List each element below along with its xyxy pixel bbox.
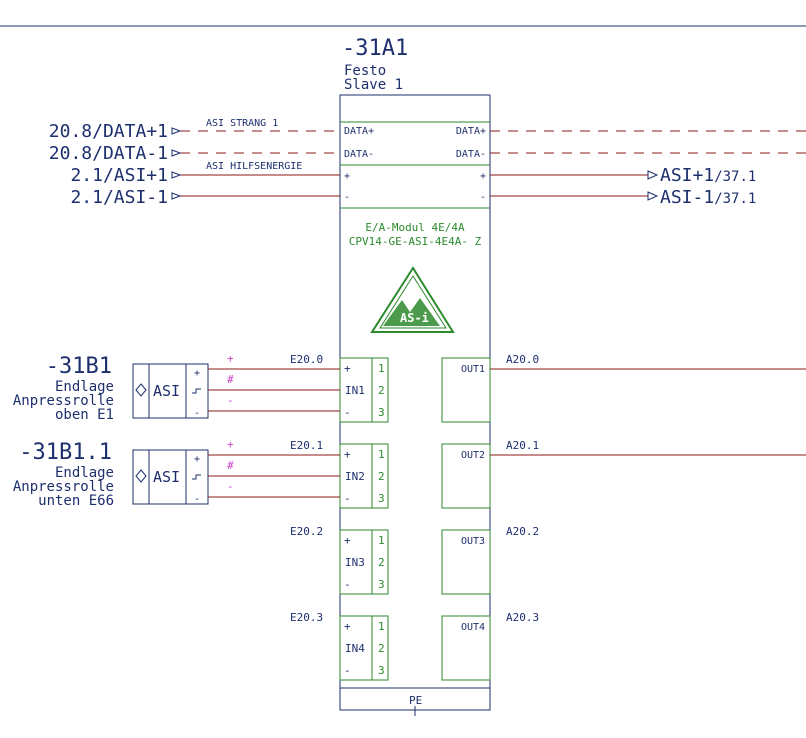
sensor1-tag: -31B1 (46, 354, 112, 379)
out3-label: OUT3 (461, 536, 485, 547)
in3-address: E20.2 (290, 525, 323, 538)
sensor1-mark-minus: - (227, 394, 234, 407)
pin-data-plus-left: DATA+ (344, 126, 374, 137)
pin-asi-minus-right: - (480, 192, 486, 203)
input-block-4: + IN4 - 1 2 3 E20.3 (290, 611, 389, 681)
output-block-3: OUT3 A20.2 (441, 525, 539, 595)
in4-num1: 1 (378, 620, 385, 633)
logo-text: AS-i (400, 311, 429, 325)
sensor2-box-label: ASI (153, 468, 180, 486)
in2-plus: + (344, 448, 351, 461)
output-block-4: OUT4 A20.3 (441, 611, 539, 681)
input-block-2: + IN2 - 1 2 3 E20.1 (290, 439, 389, 509)
in1-num2: 2 (378, 384, 385, 397)
out4-label: OUT4 (461, 622, 485, 633)
out4-address: A20.3 (506, 611, 539, 624)
in1-plus: + (344, 362, 351, 375)
sensor2-pin-minus: - (194, 494, 200, 505)
out2-label: OUT2 (461, 450, 485, 461)
sensor-31B1[interactable]: -31B1 Endlage Anpressrolle oben E1 ASI +… (13, 352, 340, 423)
in2-minus: - (344, 492, 351, 505)
sensor2-desc2: Anpressrolle (13, 479, 114, 495)
sensor-31B1-1[interactable]: -31B1.1 Endlage Anpressrolle unten E66 A… (13, 438, 340, 509)
in1-num1: 1 (378, 362, 385, 375)
sensor1-diamond-icon (135, 383, 147, 397)
module-slave: Slave 1 (344, 77, 403, 93)
module-type-line1: E/A-Modul 4E/4A (365, 221, 465, 234)
in1-minus: - (344, 406, 351, 419)
asi-strang-label: ASI STRANG 1 (206, 118, 278, 129)
pin-asi-minus-left: - (344, 192, 350, 203)
in4-num3: 3 (378, 664, 385, 677)
in4-label: IN4 (345, 642, 365, 655)
bus-left (171, 127, 340, 200)
sensor1-desc1: Endlage (55, 379, 114, 395)
sensor2-mark-plus: + (227, 438, 234, 451)
sensor2-diamond-icon (135, 469, 147, 483)
sensor2-switch-icon (192, 474, 201, 480)
pin-data-minus-right: DATA- (456, 149, 486, 160)
in2-label: IN2 (345, 470, 365, 483)
in1-num3: 3 (378, 406, 385, 419)
sensor2-desc1: Endlage (55, 465, 114, 481)
sensor1-box-label: ASI (153, 382, 180, 400)
pe-label: PE (409, 694, 422, 707)
pin-data-plus-right: DATA+ (456, 126, 486, 137)
pin-asi-plus-left: + (344, 171, 350, 182)
output-block-1: OUT1 A20.0 (441, 353, 806, 423)
in3-label: IN3 (345, 556, 365, 569)
in3-minus: - (344, 578, 351, 591)
asi-logo: AS-i (370, 266, 455, 333)
module-type-line2: CPV14-GE-ASI-4E4A- Z (349, 235, 482, 248)
in1-label: IN1 (345, 384, 365, 397)
in4-plus: + (344, 620, 351, 633)
out2-address: A20.1 (506, 439, 539, 452)
pin-asi-plus-right: + (480, 171, 486, 182)
sensor1-desc3: oben E1 (55, 407, 114, 423)
left-ref-data-plus[interactable]: 20.8/DATA+1 (49, 121, 168, 142)
module-manufacturer: Festo (344, 63, 386, 79)
sensor2-pin-plus: + (194, 454, 200, 465)
right-ref-asi-minus[interactable]: ASI-1/37.1 (660, 187, 756, 208)
in2-num2: 2 (378, 470, 385, 483)
pin-data-minus-left: DATA- (344, 149, 374, 160)
input-block-1: + IN1 - 1 2 3 E20.0 (290, 353, 389, 423)
bus-right (490, 130, 806, 201)
right-ref-asi-plus[interactable]: ASI+1/37.1 (660, 165, 756, 186)
sensor1-mark-hash: # (227, 373, 234, 386)
out3-address: A20.2 (506, 525, 539, 538)
sensor1-desc2: Anpressrolle (13, 393, 114, 409)
sensor1-pin-minus: - (194, 408, 200, 419)
sensor1-switch-icon (192, 388, 201, 394)
in3-num3: 3 (378, 578, 385, 591)
sensor2-desc3: unten E66 (38, 493, 114, 509)
out1-label: OUT1 (461, 364, 485, 375)
in2-address: E20.1 (290, 439, 323, 452)
sensor2-mark-hash: # (227, 459, 234, 472)
in4-num2: 2 (378, 642, 385, 655)
module-designation: -31A1 (342, 36, 408, 61)
in2-num3: 3 (378, 492, 385, 505)
left-ref-data-minus[interactable]: 20.8/DATA-1 (49, 143, 168, 164)
sensor2-mark-minus: - (227, 480, 234, 493)
sensor2-tag: -31B1.1 (19, 440, 112, 465)
sensor1-mark-plus: + (227, 352, 234, 365)
in1-address: E20.0 (290, 353, 323, 366)
in3-num1: 1 (378, 534, 385, 547)
in2-num1: 1 (378, 448, 385, 461)
in4-address: E20.3 (290, 611, 323, 624)
left-ref-asi-plus[interactable]: 2.1/ASI+1 (70, 165, 168, 186)
out1-address: A20.0 (506, 353, 539, 366)
in3-num2: 2 (378, 556, 385, 569)
input-block-3: + IN3 - 1 2 3 E20.2 (290, 525, 389, 595)
module-frame (339, 94, 491, 711)
in3-plus: + (344, 534, 351, 547)
asi-hilfsenergie-label: ASI HILFSENERGIE (206, 161, 302, 172)
in4-minus: - (344, 664, 351, 677)
left-ref-asi-minus[interactable]: 2.1/ASI-1 (70, 187, 168, 208)
sensor1-pin-plus: + (194, 368, 200, 379)
output-block-2: OUT2 A20.1 (441, 439, 806, 509)
